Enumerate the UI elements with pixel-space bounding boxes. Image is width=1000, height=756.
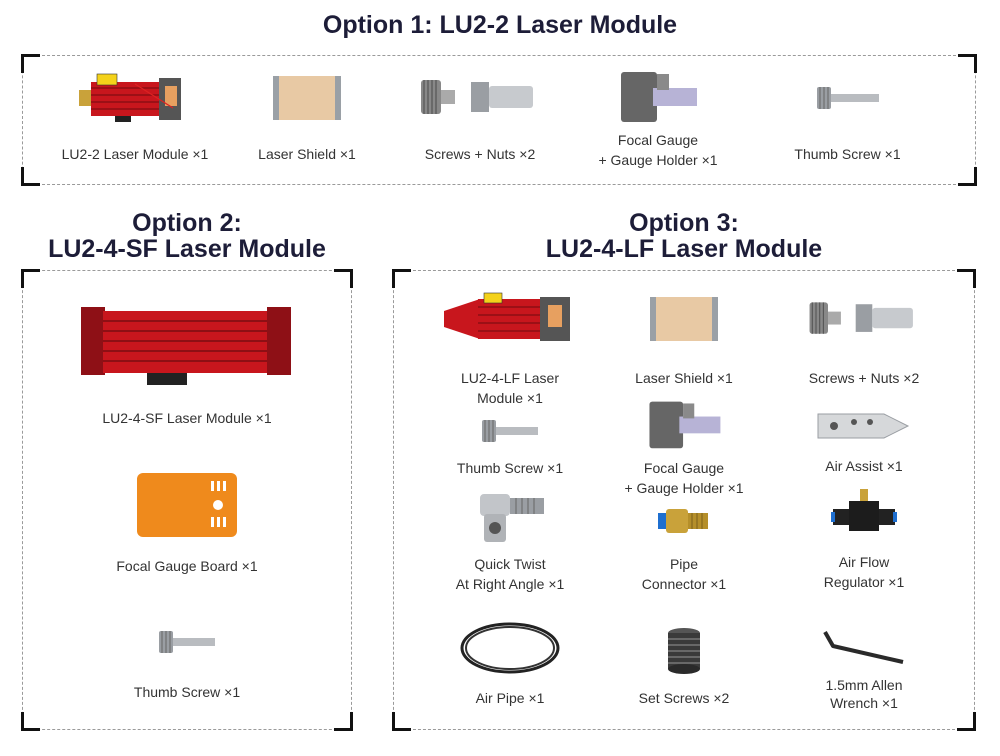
item-label: LU2-4-LF Laser Module ×1 xyxy=(460,370,560,406)
laser-shield-icon xyxy=(650,297,718,341)
item-lu2-4-lf-laser-module: LU2-4-LF Laser Module ×1 xyxy=(430,288,590,408)
item-focal-gauge: Focal Gauge + Gauge Holder ×1 xyxy=(578,66,738,170)
item-label: Pipe Connector ×1 xyxy=(641,556,727,592)
screw-nut-icon xyxy=(809,302,913,334)
item-label: Thumb Screw ×1 xyxy=(133,684,241,700)
set-screws-icon xyxy=(668,628,700,674)
item-thumb-screw: Thumb Screw ×1 xyxy=(32,622,342,702)
screw-nut-icon xyxy=(421,80,533,114)
item-thumb-screw: Thumb Screw ×1 xyxy=(430,414,590,478)
item-quick-twist: Quick Twist At Right Angle ×1 xyxy=(430,488,590,594)
item-label: Screws + Nuts ×2 xyxy=(424,146,536,162)
item-air-flow-regulator: Air Flow Regulator ×1 xyxy=(784,486,944,592)
thumb-screw-icon xyxy=(816,87,879,109)
item-label: Thumb Screw ×1 xyxy=(456,460,564,476)
item-label: Air Pipe ×1 xyxy=(475,690,545,706)
item-label: Laser Shield ×1 xyxy=(635,370,733,386)
item-label: Focal Gauge + Gauge Holder ×1 xyxy=(598,132,718,168)
item-lu2-2-laser-module: LU2-2 Laser Module ×1 xyxy=(50,66,220,164)
item-laser-shield: Laser Shield ×1 xyxy=(232,66,382,164)
laser-shield-icon xyxy=(273,76,341,120)
quick-twist-icon xyxy=(480,494,544,542)
item-label: 1.5mm Allen Wrench ×1 xyxy=(825,677,903,711)
laser-module-icon xyxy=(79,73,181,122)
item-label: Air Flow Regulator ×1 xyxy=(823,554,905,590)
focal-gauge-board-icon xyxy=(137,473,237,537)
air-flow-regulator-icon xyxy=(831,489,897,531)
sf-laser-module-icon xyxy=(81,307,291,385)
thumb-screw-icon xyxy=(482,420,538,442)
allen-wrench-icon xyxy=(823,631,904,664)
item-air-pipe: Air Pipe ×1 xyxy=(430,618,590,708)
item-label: Quick Twist At Right Angle ×1 xyxy=(455,556,565,592)
thumb-screw-icon xyxy=(159,631,215,653)
item-label: Set Screws ×2 xyxy=(638,690,730,706)
item-label: Focal Gauge Board ×1 xyxy=(116,558,258,574)
item-focal-gauge: Focal Gauge + Gauge Holder ×1 xyxy=(604,396,764,498)
pipe-connector-icon xyxy=(658,509,708,533)
item-thumb-screw: Thumb Screw ×1 xyxy=(770,66,925,164)
air-assist-icon xyxy=(817,413,910,439)
item-label: Focal Gauge + Gauge Holder ×1 xyxy=(624,460,744,496)
item-laser-shield: Laser Shield ×1 xyxy=(604,288,764,388)
item-label: Laser Shield ×1 xyxy=(258,146,356,162)
item-label: Screws + Nuts ×2 xyxy=(808,370,920,386)
item-label: Thumb Screw ×1 xyxy=(794,146,901,162)
item-screws-nuts: Screws + Nuts ×2 xyxy=(400,66,560,164)
item-lu2-4-sf-laser-module: LU2-4-SF Laser Module ×1 xyxy=(32,300,342,428)
option-3-title: Option 3: LU2-4-LF Laser Module xyxy=(545,209,823,263)
option-2-title: Option 2: LU2-4-SF Laser Module xyxy=(48,209,326,263)
item-allen-wrench: 1.5mm Allen Wrench ×1 xyxy=(784,622,944,712)
option-3-panel xyxy=(392,269,976,731)
focal-gauge-icon xyxy=(649,401,721,449)
focal-gauge-icon xyxy=(621,72,697,122)
item-label: Air Assist ×1 xyxy=(825,458,903,474)
lf-laser-module-icon xyxy=(444,292,570,341)
option-2-panel xyxy=(21,269,353,731)
item-set-screws: Set Screws ×2 xyxy=(604,624,764,708)
item-air-assist: Air Assist ×1 xyxy=(784,404,944,476)
option-1-panel xyxy=(21,54,977,186)
item-label: LU2-4-SF Laser Module ×1 xyxy=(102,410,272,426)
option-1-title: Option 1: LU2-2 Laser Module xyxy=(322,11,678,39)
air-pipe-icon xyxy=(460,622,560,674)
item-focal-gauge-board: Focal Gauge Board ×1 xyxy=(32,470,342,576)
item-pipe-connector: Pipe Connector ×1 xyxy=(604,496,764,594)
item-screws-nuts: Screws + Nuts ×2 xyxy=(784,288,944,388)
item-label: LU2-2 Laser Module ×1 xyxy=(61,146,209,162)
